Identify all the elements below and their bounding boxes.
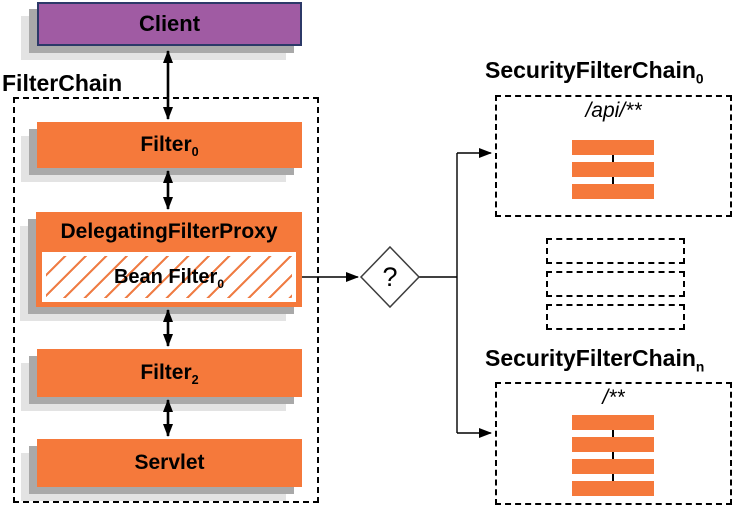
filter0-label: Filter0 [140, 133, 199, 160]
filter2-box: Filter2 [37, 349, 302, 397]
security-filter-chain-0-title: SecurityFilterChain0 [485, 57, 704, 87]
filter-bar [572, 415, 654, 430]
security-filter-chain-0-filter-stack [572, 140, 654, 199]
filter-bar [572, 481, 654, 496]
security-filter-chain-n-url-pattern: /** [602, 386, 625, 409]
security-filter-chain-0-container [495, 95, 732, 217]
bean-filter-box: Bean Filter0 [42, 252, 296, 302]
decision-diamond-label: ? [382, 261, 398, 292]
filter-bar [572, 140, 654, 155]
placeholder-chain-box [546, 304, 685, 330]
security-filter-chain-n-title: SecurityFilterChainn [485, 345, 705, 375]
security-filter-chain-0-subscript: 0 [695, 71, 704, 87]
security-filter-chain-n-filter-stack [572, 415, 654, 496]
branch-connectors [302, 148, 492, 438]
filter0-box: Filter0 [37, 122, 302, 168]
filter-bar [572, 459, 654, 474]
filter-bar [572, 437, 654, 452]
security-filter-chain-n-subscript: n [695, 359, 705, 375]
delegating-filter-proxy-box: DelegatingFilterProxy Bean Filter0 [36, 212, 302, 307]
security-filter-chain-n-container [495, 382, 732, 505]
placeholder-chain-box [546, 271, 685, 297]
filterchain-title: FilterChain [2, 70, 123, 96]
filter-bar [572, 162, 654, 177]
security-filter-chain-0-url-pattern: /api/** [585, 99, 642, 122]
filter2-label: Filter2 [140, 361, 199, 388]
filter2-subscript: 2 [191, 373, 199, 388]
filter0-subscript: 0 [191, 145, 199, 160]
client-box: Client [37, 2, 302, 46]
bean-filter-subscript: 0 [217, 276, 225, 291]
placeholder-chain-stack [546, 238, 685, 330]
bean-filter-label: Bean Filter0 [113, 265, 225, 291]
servlet-box: Servlet [37, 439, 302, 487]
filter-bar [572, 184, 654, 199]
servlet-label: Servlet [134, 451, 205, 474]
placeholder-chain-box [546, 238, 685, 264]
delegating-filter-proxy-label: DelegatingFilterProxy [60, 220, 278, 243]
client-label: Client [138, 11, 201, 36]
